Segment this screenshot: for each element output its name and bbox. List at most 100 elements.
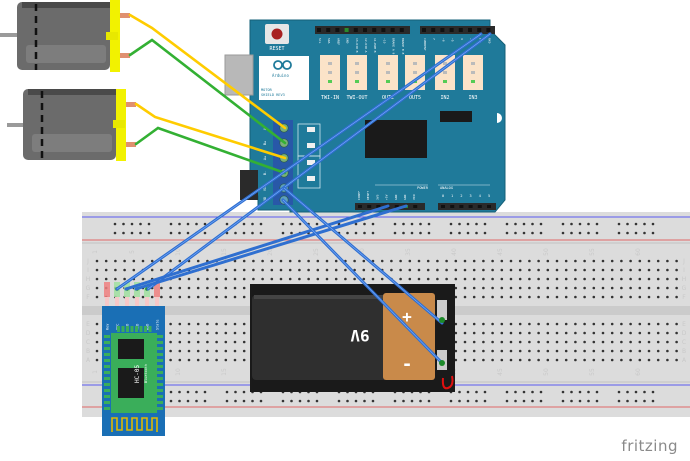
- rail-hole[interactable]: [505, 390, 509, 394]
- breadboard-hole[interactable]: [656, 322, 660, 326]
- wire-motor1-green[interactable]: [128, 38, 287, 145]
- rail-hole[interactable]: [186, 222, 190, 226]
- breadboard-hole[interactable]: [224, 286, 228, 290]
- rail-hole[interactable]: [539, 399, 543, 403]
- breadboard-hole[interactable]: [537, 259, 540, 263]
- rail-hole[interactable]: [410, 399, 414, 403]
- breadboard-hole[interactable]: [537, 349, 540, 353]
- breadboard-hole[interactable]: [426, 268, 430, 272]
- rail-hole[interactable]: [458, 231, 461, 235]
- rail-hole[interactable]: [483, 231, 487, 235]
- breadboard-hole[interactable]: [574, 268, 577, 272]
- breadboard-hole[interactable]: [601, 349, 605, 353]
- reset-button-cap[interactable]: [271, 28, 283, 40]
- breadboard-hole[interactable]: [555, 322, 559, 326]
- rail-hole[interactable]: [225, 222, 229, 226]
- header-pin[interactable]: [344, 28, 349, 32]
- breadboard-hole[interactable]: [537, 331, 540, 335]
- rail-hole[interactable]: [178, 231, 181, 235]
- rail-hole[interactable]: [617, 399, 621, 403]
- breadboard-hole[interactable]: [610, 295, 614, 299]
- breadboard-hole[interactable]: [555, 349, 559, 353]
- breadboard-hole[interactable]: [215, 358, 218, 362]
- breadboard-hole[interactable]: [224, 322, 228, 326]
- breadboard-hole[interactable]: [491, 340, 494, 344]
- rail-hole[interactable]: [458, 399, 461, 403]
- breadboard-hole[interactable]: [417, 277, 421, 281]
- rail-hole[interactable]: [587, 231, 590, 235]
- breadboard-hole[interactable]: [169, 349, 172, 353]
- rail-hole[interactable]: [475, 231, 478, 235]
- breadboard-hole[interactable]: [233, 340, 237, 344]
- breadboard-hole[interactable]: [417, 259, 421, 263]
- breadboard-hole[interactable]: [583, 295, 586, 299]
- breadboard-hole[interactable]: [463, 349, 467, 353]
- breadboard-hole[interactable]: [610, 340, 614, 344]
- breadboard-hole[interactable]: [95, 259, 99, 263]
- rail-hole[interactable]: [178, 399, 181, 403]
- breadboard-hole[interactable]: [491, 277, 494, 281]
- breadboard-hole[interactable]: [206, 295, 209, 299]
- header-pin[interactable]: [449, 28, 454, 32]
- rail-hole[interactable]: [290, 222, 293, 226]
- breadboard-hole[interactable]: [178, 358, 182, 362]
- rail-hole[interactable]: [531, 390, 534, 394]
- header-pin[interactable]: [399, 28, 404, 32]
- rail-hole[interactable]: [587, 390, 590, 394]
- breadboard-hole[interactable]: [242, 340, 246, 344]
- breadboard-hole[interactable]: [132, 268, 136, 272]
- rail-hole[interactable]: [203, 390, 207, 394]
- breadboard-hole[interactable]: [187, 358, 191, 362]
- rail-hole[interactable]: [514, 231, 517, 235]
- rail-hole[interactable]: [169, 231, 173, 235]
- breadboard-hole[interactable]: [656, 349, 660, 353]
- breadboard-hole[interactable]: [196, 340, 200, 344]
- breadboard-hole[interactable]: [408, 277, 412, 281]
- rail-hole[interactable]: [578, 390, 582, 394]
- breadboard-hole[interactable]: [528, 349, 531, 353]
- rail-hole[interactable]: [505, 399, 509, 403]
- breadboard-hole[interactable]: [491, 295, 494, 299]
- breadboard-hole[interactable]: [215, 340, 218, 344]
- breadboard-hole[interactable]: [500, 295, 504, 299]
- breadboard-hole[interactable]: [638, 286, 642, 290]
- breadboard-hole[interactable]: [629, 349, 632, 353]
- breadboard-hole[interactable]: [564, 358, 568, 362]
- breadboard-hole[interactable]: [537, 286, 540, 290]
- breadboard-hole[interactable]: [169, 340, 172, 344]
- rail-hole[interactable]: [466, 390, 470, 394]
- rail-hole[interactable]: [626, 231, 629, 235]
- rail-hole[interactable]: [539, 222, 543, 226]
- rail-hole[interactable]: [169, 222, 173, 226]
- breadboard-hole[interactable]: [472, 331, 476, 335]
- breadboard-hole[interactable]: [638, 349, 642, 353]
- rail-hole[interactable]: [514, 222, 517, 226]
- breadboard-hole[interactable]: [362, 268, 366, 272]
- breadboard-hole[interactable]: [307, 277, 310, 281]
- rail-hole[interactable]: [203, 222, 207, 226]
- rail-hole[interactable]: [561, 390, 565, 394]
- rail-hole[interactable]: [147, 222, 151, 226]
- breadboard-hole[interactable]: [620, 286, 623, 290]
- breadboard-hole[interactable]: [160, 286, 163, 290]
- breadboard-hole[interactable]: [380, 259, 384, 263]
- breadboard-hole[interactable]: [675, 277, 678, 281]
- breadboard-hole[interactable]: [555, 286, 559, 290]
- breadboard-hole[interactable]: [482, 358, 485, 362]
- breadboard-hole[interactable]: [546, 295, 550, 299]
- breadboard-hole[interactable]: [610, 268, 614, 272]
- breadboard-hole[interactable]: [482, 322, 485, 326]
- breadboard-hole[interactable]: [196, 295, 200, 299]
- rail-hole[interactable]: [634, 222, 638, 226]
- breadboard-hole[interactable]: [555, 259, 559, 263]
- rail-hole[interactable]: [139, 231, 142, 235]
- breadboard-hole[interactable]: [491, 349, 494, 353]
- breadboard-hole[interactable]: [564, 286, 568, 290]
- breadboard-hole[interactable]: [574, 331, 577, 335]
- rail-hole[interactable]: [281, 399, 285, 403]
- breadboard-hole[interactable]: [546, 277, 550, 281]
- breadboard-hole[interactable]: [390, 259, 393, 263]
- breadboard-hole[interactable]: [583, 358, 586, 362]
- breadboard-hole[interactable]: [656, 268, 660, 272]
- breadboard-hole[interactable]: [666, 322, 669, 326]
